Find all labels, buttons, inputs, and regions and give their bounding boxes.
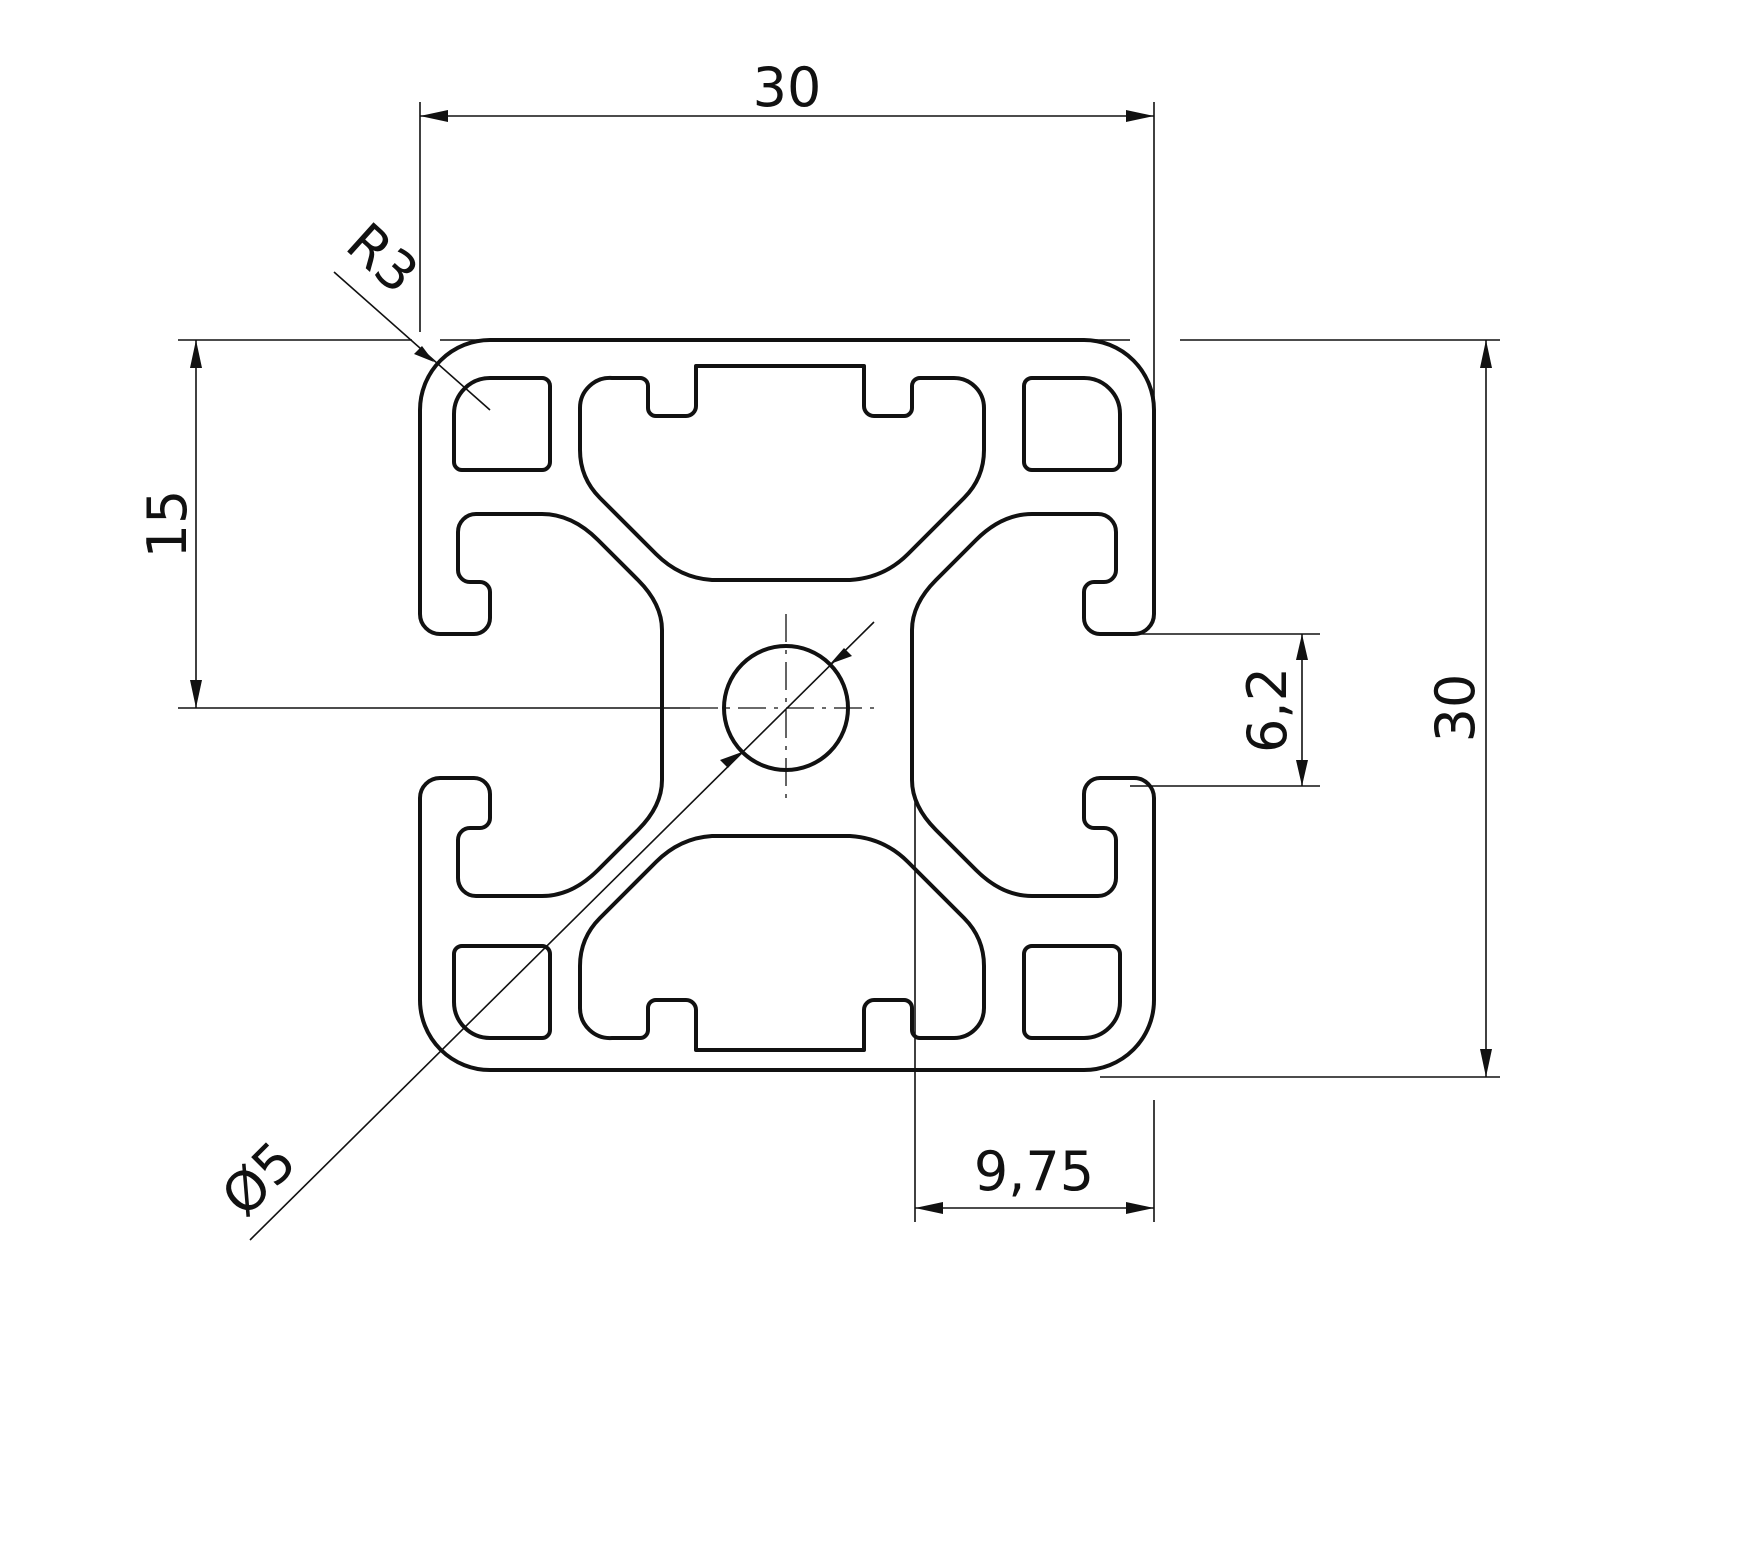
- dimension-label-corner-radius: R3: [335, 211, 431, 306]
- dimension-corner-radius: R3: [333, 211, 491, 411]
- pocket-bottom-right: [1022, 944, 1122, 1040]
- dimension-label-height: 30: [1424, 674, 1487, 743]
- dimension-label-bore-diameter: Ø5: [209, 1129, 308, 1228]
- dimension-overall-height: 30: [1100, 339, 1500, 1078]
- dimension-slot-opening: 6,2: [1130, 633, 1320, 787]
- cavity-top: [577, 364, 986, 582]
- dimension-label-slot-opening: 6,2: [1236, 667, 1299, 753]
- center-bore: [690, 614, 880, 800]
- dimension-half-height: 15: [136, 339, 1130, 709]
- dimension-label-slot-offset: 9,75: [974, 1140, 1094, 1203]
- dimension-slot-offset: 9,75: [914, 800, 1155, 1222]
- profile-outline: [418, 338, 1156, 1072]
- pocket-top-right: [1022, 376, 1122, 472]
- pocket-bottom-left: [452, 944, 552, 1040]
- dimension-bore-diameter: Ø5: [209, 621, 875, 1241]
- cavity-bottom: [577, 834, 986, 1052]
- dimension-label-width: 30: [753, 56, 822, 119]
- central-cavities: [577, 364, 986, 1052]
- dimension-overall-width: 30: [419, 56, 1155, 400]
- dimension-label-half-height: 15: [136, 490, 199, 559]
